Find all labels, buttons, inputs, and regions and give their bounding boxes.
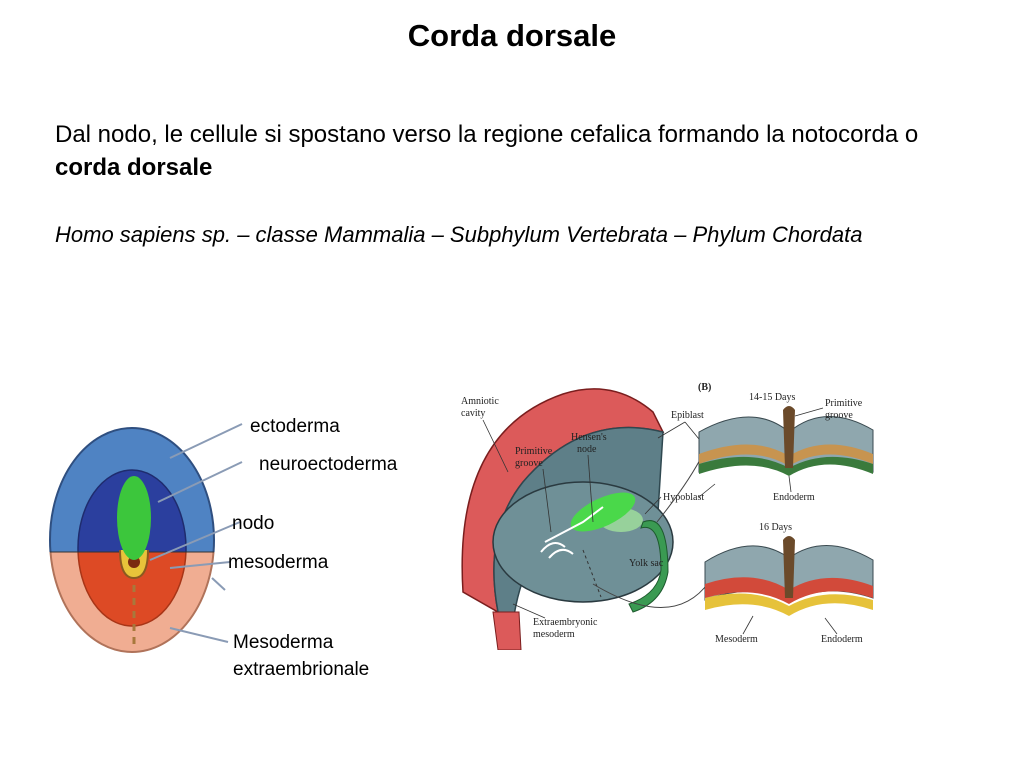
label-primitive-groove-2: groove <box>825 410 853 421</box>
embryonic-disc <box>492 481 674 603</box>
label-ectoderma: ectoderma <box>250 416 340 437</box>
mesoderm-region <box>77 552 187 627</box>
label-yolk-sac: Yolk sac <box>629 558 664 569</box>
label-panel-b: (B) <box>698 382 711 393</box>
label-days-16: 16 Days <box>759 522 792 533</box>
label-primitive: Primitive <box>515 446 553 457</box>
label-mesoderma-extra-line2: extraembrionale <box>233 659 370 680</box>
label-nodo: nodo <box>232 513 275 534</box>
label-groove: groove <box>515 458 543 469</box>
notochord-highlight <box>570 492 636 532</box>
label-endoderm-b: Endoderm <box>821 634 863 645</box>
description-bold-term: corda dorsale <box>55 154 213 181</box>
label-amniotic: Amniotic <box>461 396 499 407</box>
section-14-15-days <box>698 406 874 476</box>
label-node: node <box>577 444 597 455</box>
gastrulation-illustration: Amniotic cavity Primitive groove Hensen'… <box>453 372 880 650</box>
label-cavity: cavity <box>461 408 485 419</box>
label-days-14-15: 14-15 Days <box>749 392 795 403</box>
description-paragraph: Dal nodo, le cellule si spostano verso l… <box>55 118 975 184</box>
label-primitive-groove-1: Primitive <box>825 398 863 409</box>
label-extraembryonic: Extraembryonic <box>533 617 598 628</box>
label-hensens: Hensen's <box>571 432 607 443</box>
label-endoderm-a: Endoderm <box>773 492 815 503</box>
label-mesoderma-extra-line1: Mesoderma <box>233 632 334 653</box>
label-neuroectoderma: neuroectoderma <box>259 454 398 475</box>
section-16-days <box>704 536 874 616</box>
label-hypoblast: Hypoblast <box>663 492 704 503</box>
taxonomy-line: Homo sapiens sp. – classe Mammalia – Sub… <box>55 222 863 247</box>
label-epiblast: Epiblast <box>671 410 704 421</box>
label-extra-mesoderm: mesoderm <box>533 629 575 640</box>
description-text: Dal nodo, le cellule si spostano verso l… <box>55 121 919 148</box>
label-mesoderm: Mesoderm <box>715 634 758 645</box>
embryo-disc-diagram <box>49 423 243 653</box>
notochord-shape <box>117 476 151 560</box>
slide-title: Corda dorsale <box>407 18 617 53</box>
label-mesoderma: mesoderma <box>228 552 329 573</box>
